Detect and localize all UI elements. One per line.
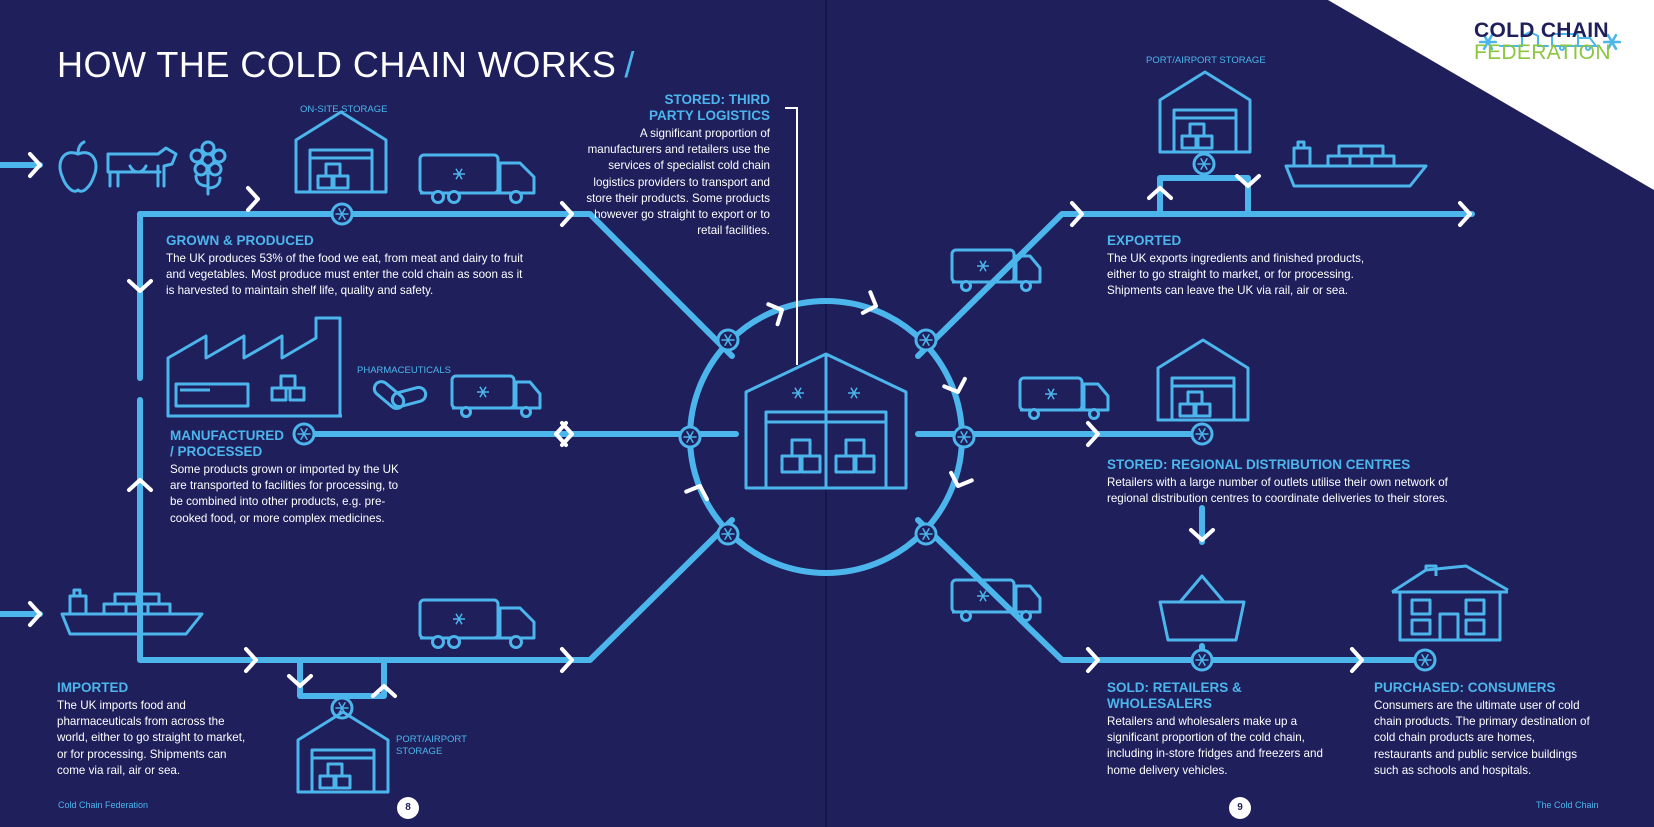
logo-corner-panel (1328, 0, 1654, 190)
port-storage-top-label: PORT/AIRPORT STORAGE (1146, 55, 1266, 66)
footer-right: The Cold Chain (1536, 800, 1599, 810)
purchased-heading: PURCHASED: CONSUMERS (1374, 680, 1556, 695)
manufactured-section: MANUFACTURED / PROCESSED Some products g… (170, 428, 406, 527)
sold-text: Retailers and wholesalers make up a sign… (1107, 715, 1323, 777)
logo: COLD CHAIN FEDERATION (1474, 20, 1624, 64)
page-number-right: 9 (1237, 802, 1243, 813)
truck-icon (952, 250, 1040, 291)
ship-icon (1284, 140, 1428, 188)
exported-section: EXPORTED The UK exports ingredients and … (1107, 233, 1369, 300)
sold-heading: SOLD: RETAILERS & WHOLESALERS (1107, 680, 1242, 711)
manufactured-text: Some products grown or imported by the U… (170, 463, 399, 525)
ship-icon (60, 588, 204, 636)
manufactured-heading: MANUFACTURED / PROCESSED (170, 428, 284, 459)
port-warehouse-icon (296, 710, 390, 794)
snowflake-icon (397, 797, 419, 819)
truck-icon (452, 376, 540, 417)
shopping-basket-icon (1158, 574, 1246, 642)
imported-heading: IMPORTED (57, 680, 129, 695)
title-slash: / (624, 44, 635, 85)
stored-3pl-heading: STORED: THIRD PARTY LOGISTICS (648, 92, 770, 123)
truck-icon (420, 155, 534, 203)
regional-warehouse-icon (1156, 338, 1250, 422)
truck-icon (952, 580, 1040, 621)
regional-section: STORED: REGIONAL DISTRIBUTION CENTRES Re… (1107, 457, 1459, 507)
port-warehouse-icon (1158, 70, 1252, 154)
purchased-text: Consumers are the ultimate user of cold … (1374, 699, 1590, 777)
flower-icon (189, 140, 227, 196)
footer-left: Cold Chain Federation (58, 800, 149, 810)
onsite-storage-label: ON-SITE STORAGE (300, 104, 388, 115)
grown-section: GROWN & PRODUCED The UK produces 53% of … (166, 233, 526, 300)
central-hub-warehouse-icon (744, 352, 908, 490)
stored-3pl-text: A significant proportion of manufacturer… (586, 127, 770, 238)
apple-icon (58, 140, 98, 193)
imported-text: The UK imports food and pharmaceuticals … (57, 699, 246, 777)
logo-line-2: FEDERATION (1474, 41, 1611, 64)
truck-icon (420, 600, 534, 648)
truck-icon (1020, 378, 1108, 419)
factory-icon (166, 316, 342, 418)
cow-icon (106, 146, 178, 188)
port-storage-bottom-label: PORT/AIRPORT STORAGE (396, 734, 467, 757)
exported-text: The UK exports ingredients and finished … (1107, 252, 1365, 298)
house-icon (1391, 564, 1509, 642)
sold-section: SOLD: RETAILERS & WHOLESALERS Retailers … (1107, 680, 1341, 779)
snowflake-icon (1229, 797, 1251, 819)
stored-3pl-section: STORED: THIRD PARTY LOGISTICS A signific… (584, 92, 770, 239)
logo-line-1: COLD CHAIN (1474, 19, 1609, 42)
imported-section: IMPORTED The UK imports food and pharmac… (57, 680, 257, 779)
grown-heading: GROWN & PRODUCED (166, 233, 314, 248)
purchased-section: PURCHASED: CONSUMERS Consumers are the u… (1374, 680, 1594, 779)
page-number-left: 8 (405, 802, 411, 813)
onsite-warehouse-icon (294, 110, 388, 194)
pharmaceuticals-label: PHARMACEUTICALS (357, 365, 451, 376)
page-title-text: HOW THE COLD CHAIN WORKS (57, 44, 617, 85)
logo-graphic (1478, 30, 1622, 51)
grown-text: The UK produces 53% of the food we eat, … (166, 252, 524, 298)
page-title: HOW THE COLD CHAIN WORKS/ (57, 44, 635, 86)
regional-heading: STORED: REGIONAL DISTRIBUTION CENTRES (1107, 457, 1411, 472)
regional-text: Retailers with a large number of outlets… (1107, 476, 1448, 506)
pills-icon (372, 380, 428, 410)
exported-heading: EXPORTED (1107, 233, 1182, 248)
leader-line (785, 107, 798, 365)
